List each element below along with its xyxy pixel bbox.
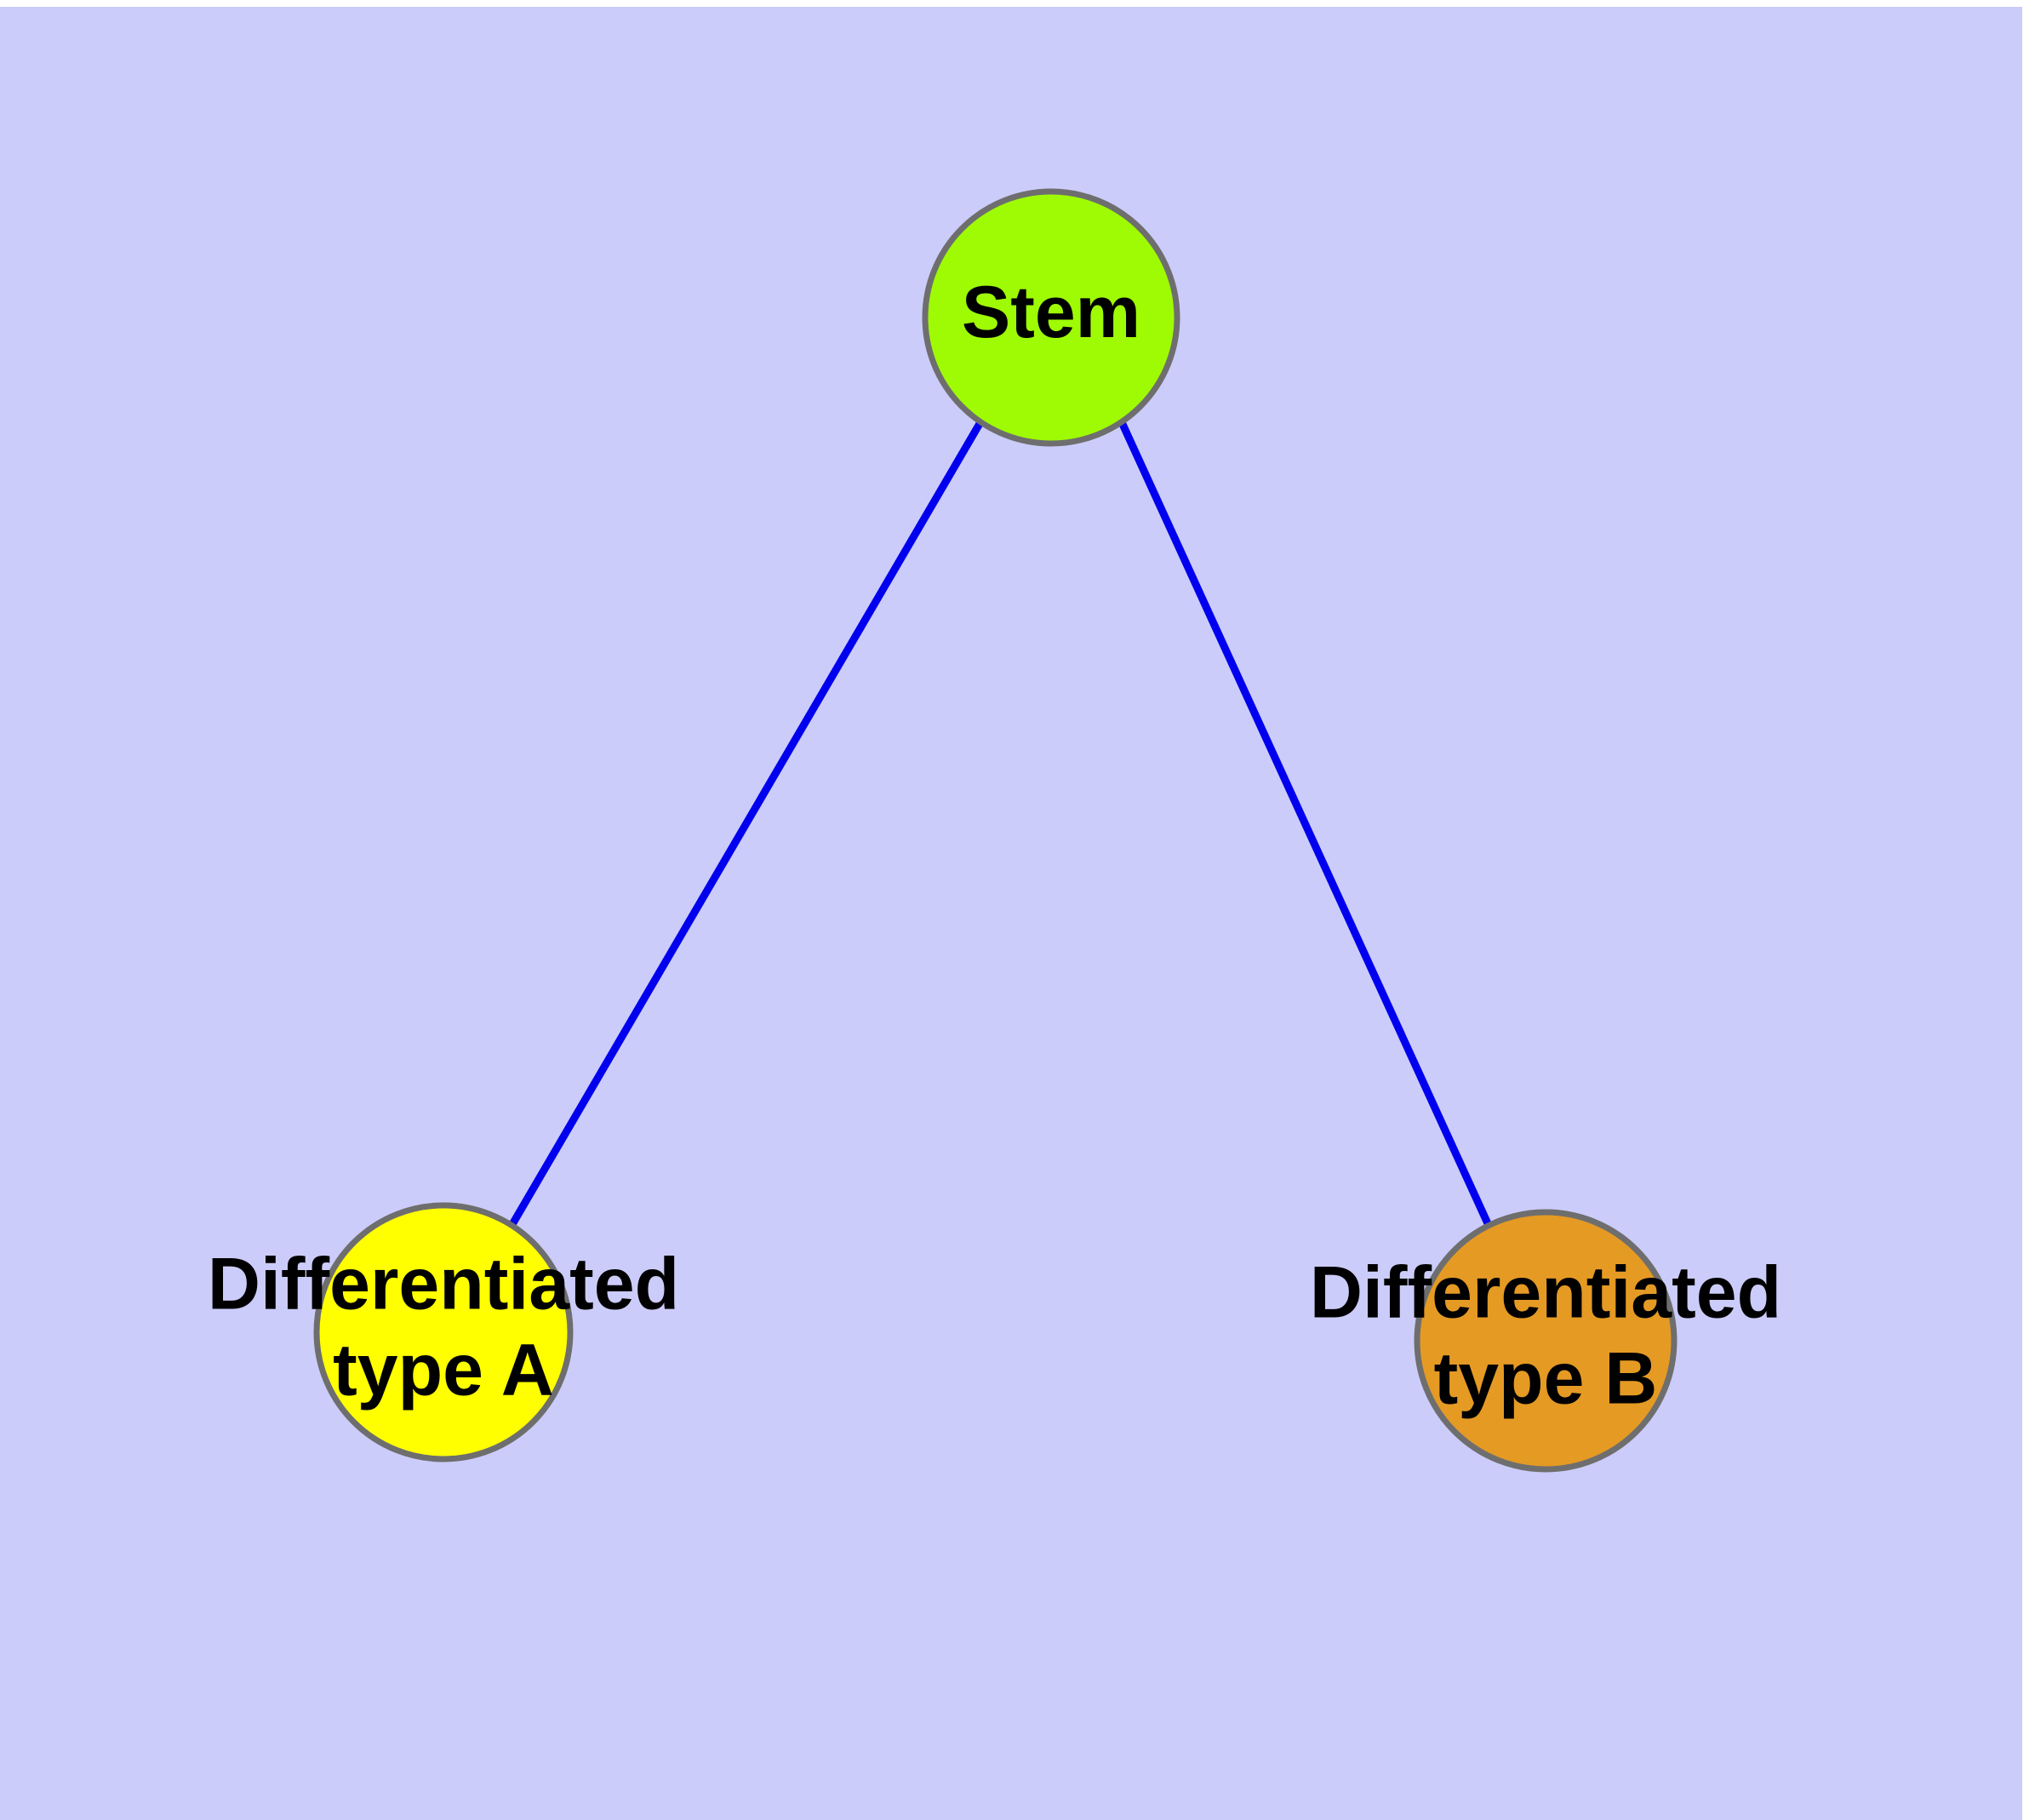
node-differentiated-type-b-circle[interactable] [1414,1209,1677,1473]
node-differentiated-type-a-circle[interactable] [313,1202,574,1462]
node-stem-label: Stem [962,272,1140,353]
node-stem[interactable]: Stem [922,188,1180,447]
edge-layer [508,420,1495,1233]
node-stem-circle[interactable] [922,188,1180,447]
edge-stem-to-differentiated-type-b[interactable] [1117,421,1495,1233]
edge-stem-to-differentiated-type-a[interactable] [508,420,984,1228]
